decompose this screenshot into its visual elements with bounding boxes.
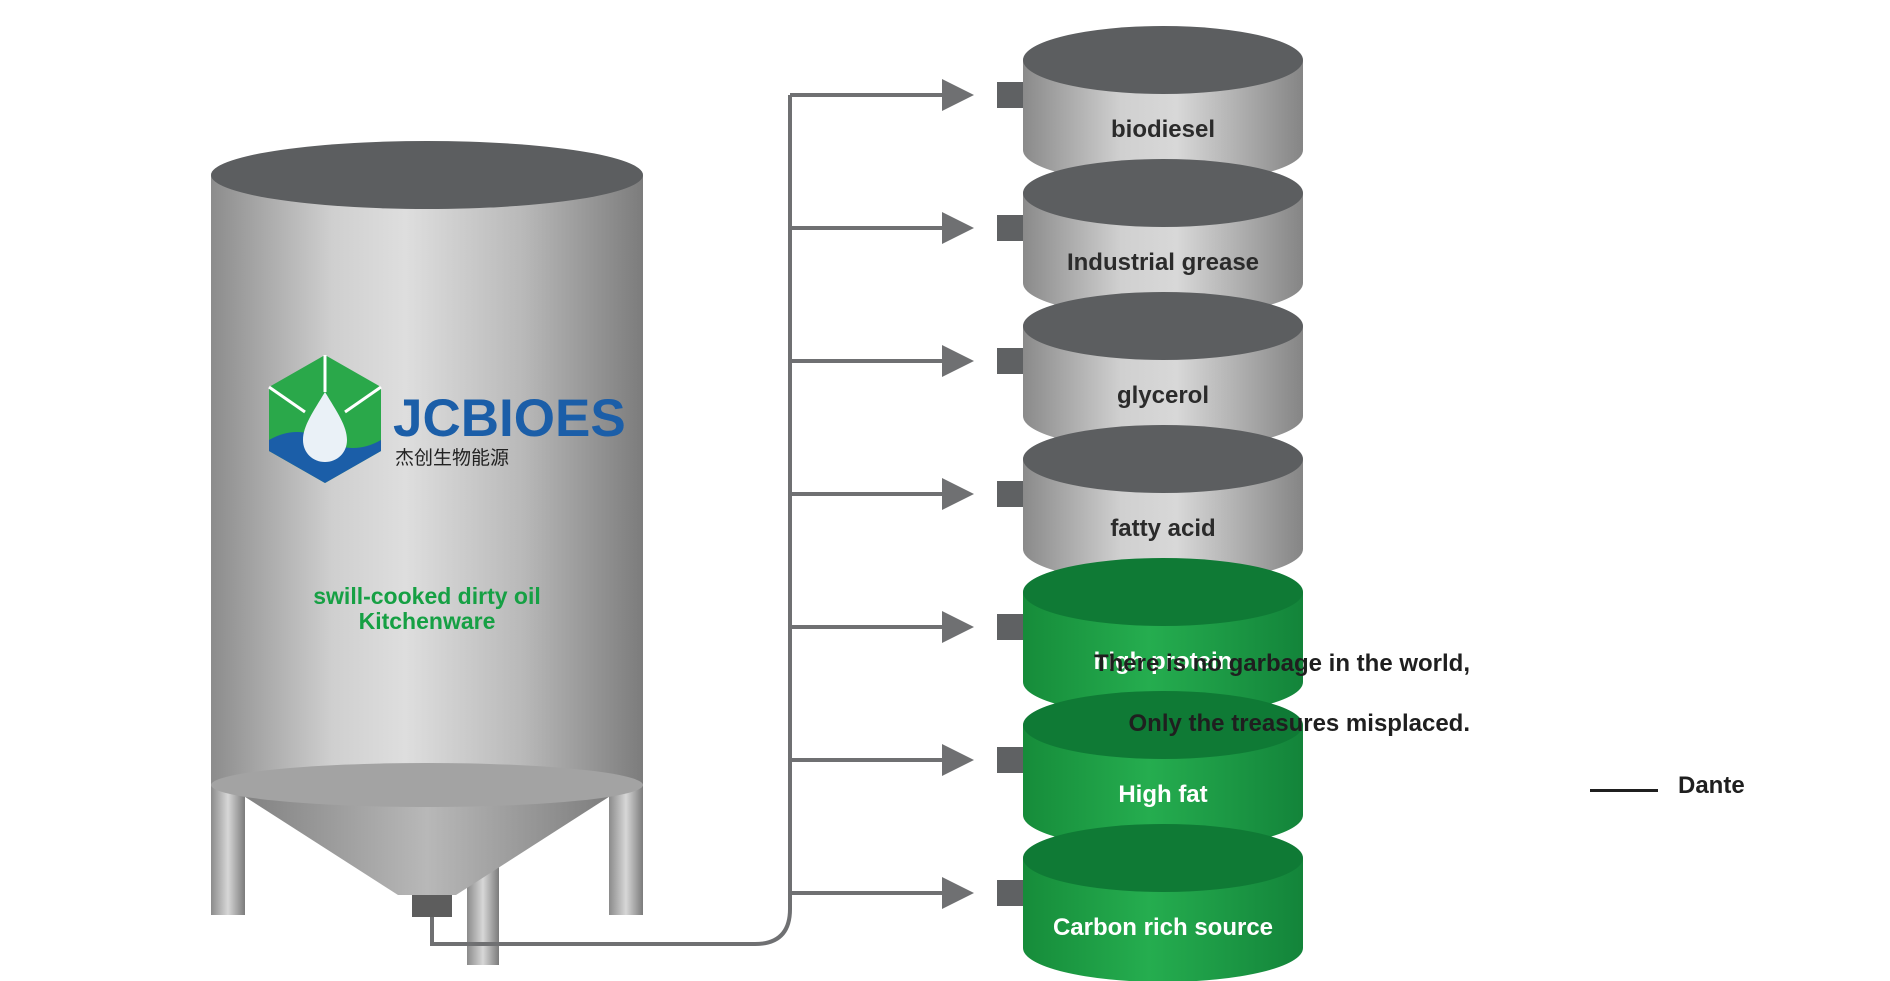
- connector-port: [997, 215, 1023, 241]
- logo-leaf-divider: [268, 385, 306, 414]
- connector-port: [997, 348, 1023, 374]
- pipe-network: [430, 95, 792, 946]
- quote-author-row: Dante: [1590, 772, 1770, 802]
- product-disk: Industrial grease: [997, 159, 1303, 317]
- connector-port: [997, 880, 1023, 906]
- product-label: High fat: [1118, 781, 1207, 808]
- product-label: Carbon rich source: [1053, 914, 1273, 941]
- product-disk-top: [1023, 691, 1303, 759]
- quote-line-1: There is no garbage in the world,: [1093, 650, 1470, 677]
- connector-port: [997, 747, 1023, 773]
- tank-body: [211, 175, 643, 785]
- product-disk-side: [1023, 858, 1303, 981]
- logo-subtitle: 杰创生物能源: [395, 447, 509, 469]
- connector-port: [997, 82, 1023, 108]
- product-disk-side: [1023, 326, 1303, 450]
- tank-label-line1: swill-cooked dirty oil: [313, 583, 540, 609]
- tank-top: [211, 141, 643, 209]
- product-disk-top: [1023, 159, 1303, 227]
- product-disk-top: [1023, 558, 1303, 626]
- arrows-layer: [790, 79, 974, 909]
- logo-name: JCBIOES: [393, 389, 626, 448]
- product-disk: Carbon rich source: [997, 824, 1303, 981]
- product-label: biodiesel: [1111, 116, 1215, 143]
- product-disk-top: [1023, 425, 1303, 493]
- quote-dash: [1590, 789, 1658, 792]
- product-disk: glycerol: [997, 292, 1303, 450]
- product-disk-top: [1023, 26, 1303, 94]
- product-disk-side: [1023, 725, 1303, 849]
- product-disk-side: [1023, 60, 1303, 184]
- product-disk-side: [1023, 193, 1303, 317]
- product-disk: high protein: [997, 558, 1303, 716]
- product-label: high protein: [1094, 648, 1233, 675]
- quote-author: Dante: [1678, 772, 1745, 799]
- company-logo: JCBIOES 杰创生物能源: [268, 355, 626, 483]
- tank-outlet: [412, 895, 452, 917]
- product-label: glycerol: [1117, 382, 1209, 409]
- product-disk-top: [1023, 824, 1303, 892]
- product-disk: fatty acid: [997, 425, 1303, 583]
- main-pipe: [430, 95, 792, 946]
- connector-port: [997, 481, 1023, 507]
- tank-bottom-rim: [211, 763, 643, 807]
- product-disk-top: [1023, 292, 1303, 360]
- product-disk: High fat: [997, 691, 1303, 849]
- storage-tank: [211, 141, 643, 965]
- product-label: Industrial grease: [1067, 249, 1259, 276]
- tank-label-line2: Kitchenware: [359, 608, 496, 634]
- quote-line-2: Only the treasures misplaced.: [1128, 710, 1470, 737]
- connector-port: [997, 614, 1023, 640]
- product-disk-side: [1023, 592, 1303, 716]
- logo-droplet-icon: [303, 392, 347, 462]
- product-disk: biodiesel: [997, 26, 1303, 184]
- product-disk-side: [1023, 459, 1303, 583]
- logo-leaf-divider: [344, 385, 382, 414]
- product-label: fatty acid: [1110, 515, 1215, 542]
- tank-cone: [211, 775, 643, 895]
